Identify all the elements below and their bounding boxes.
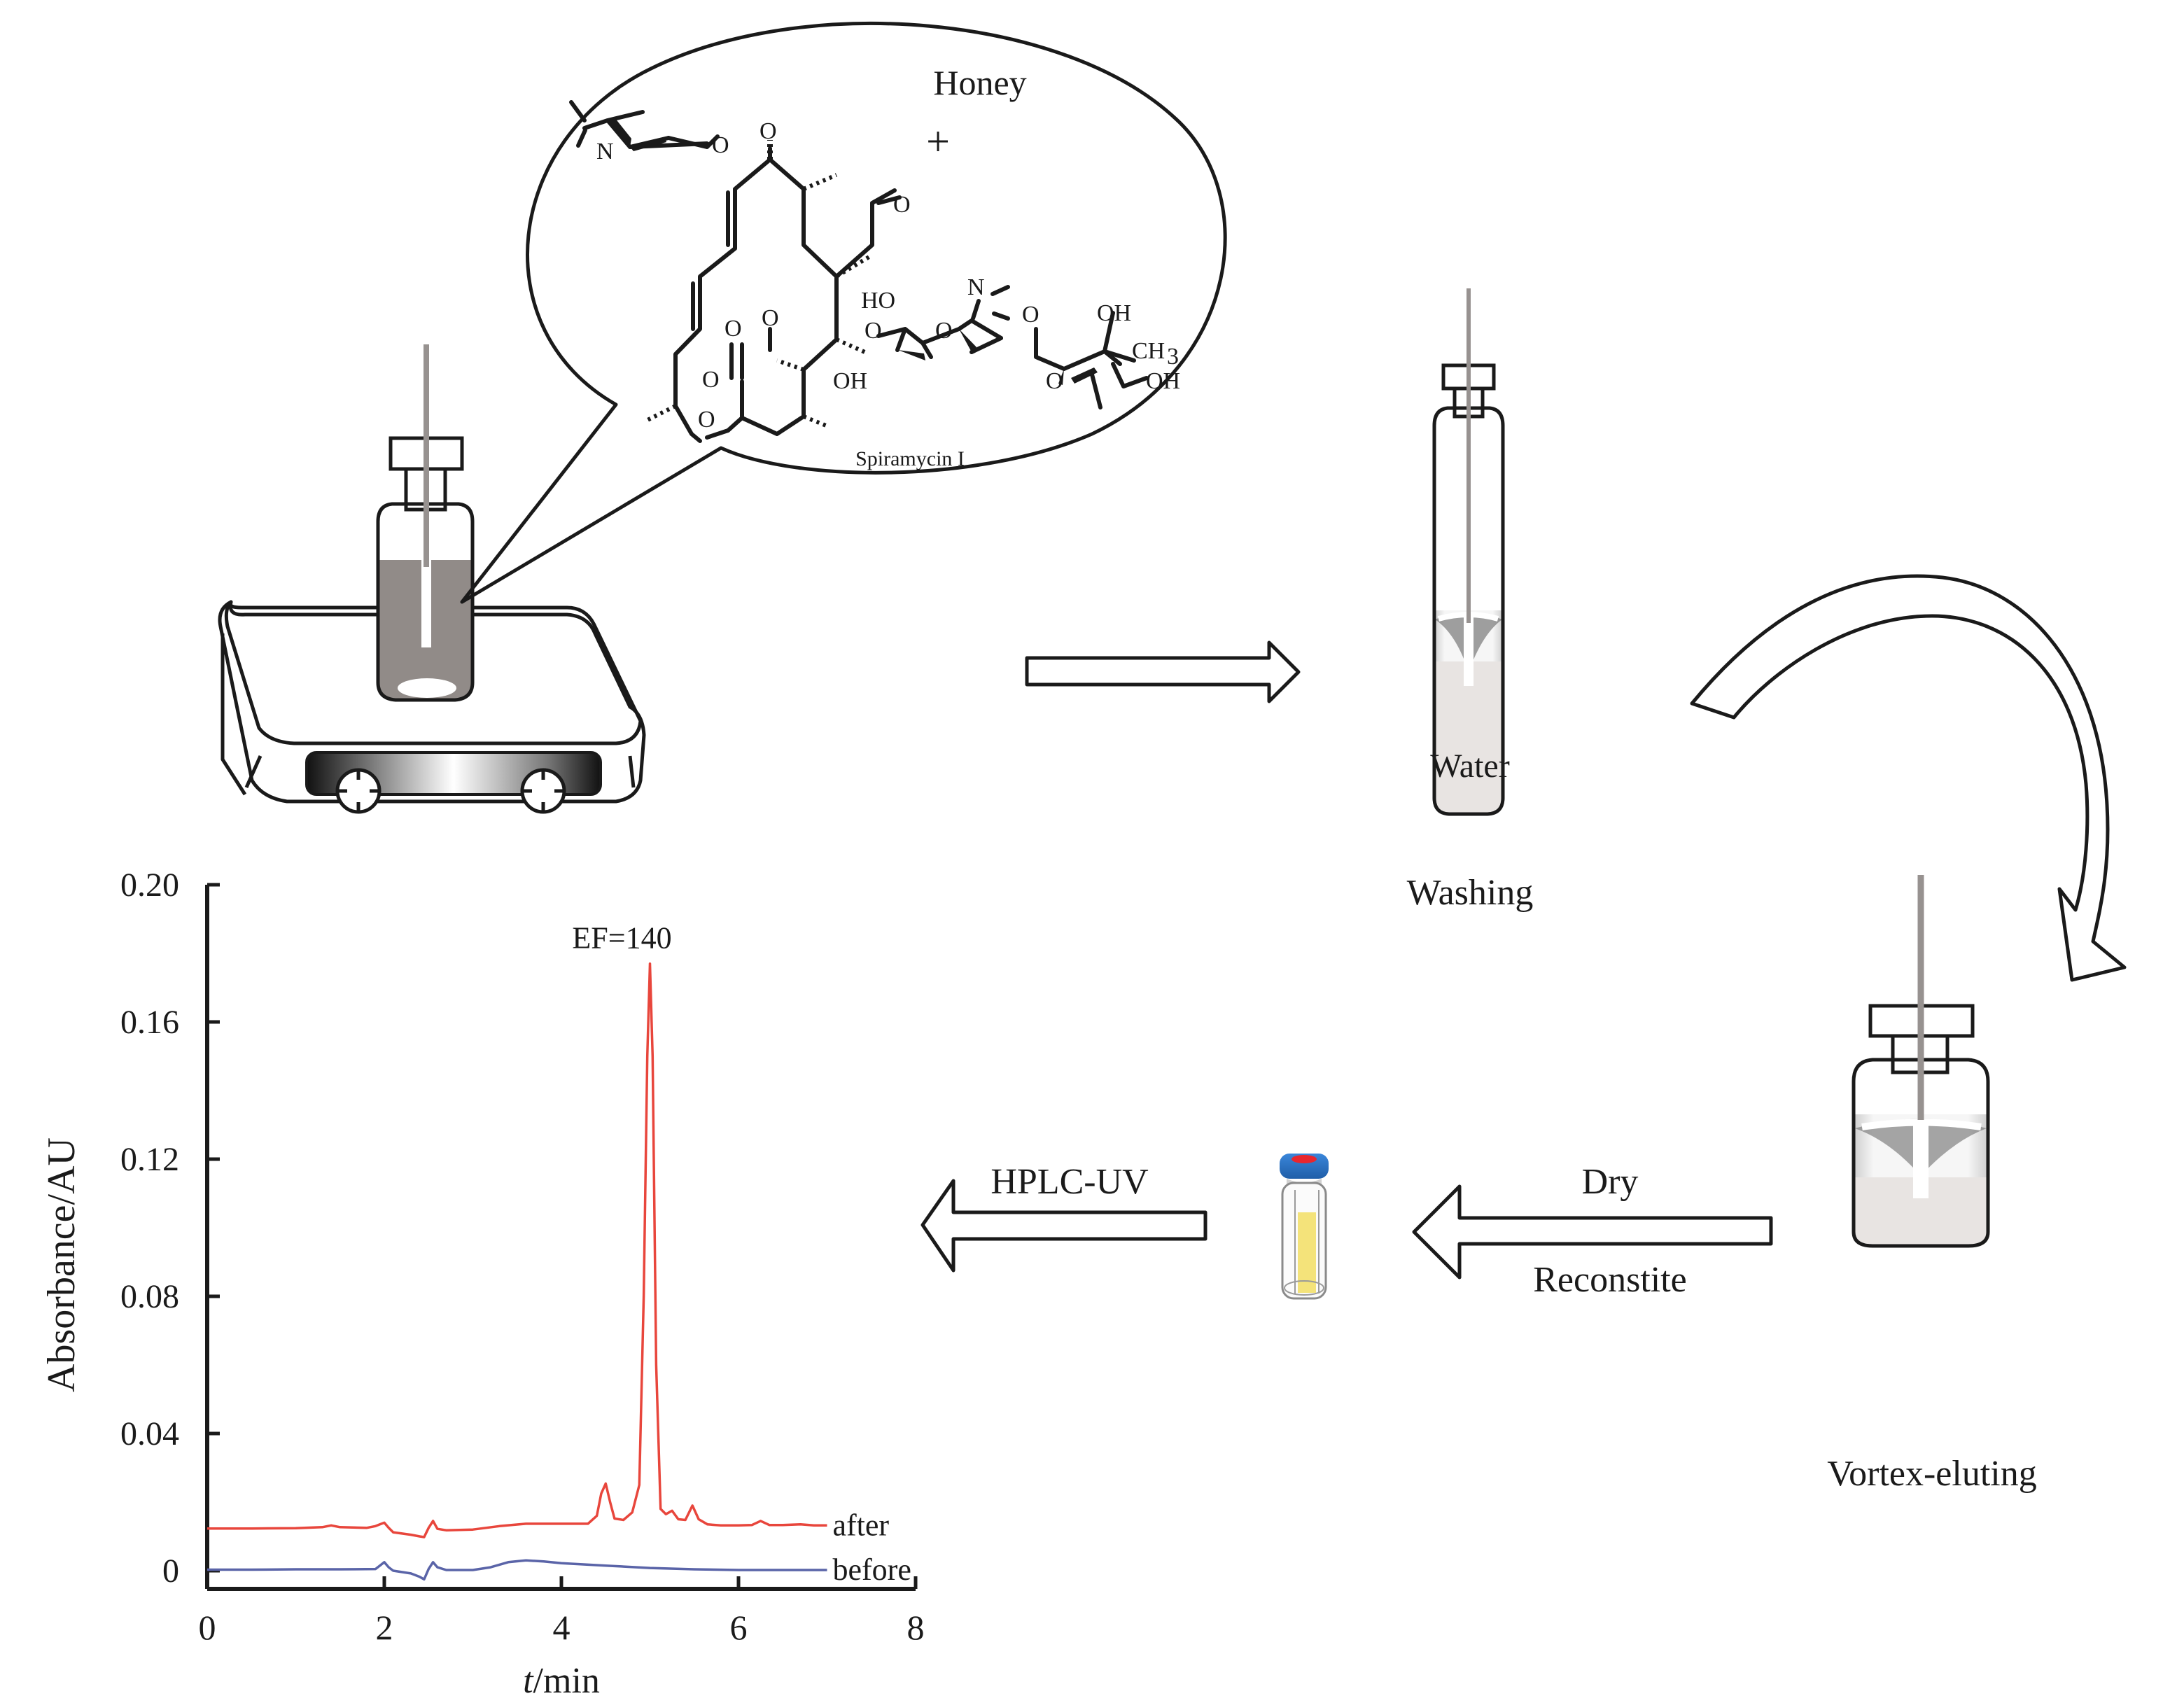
compound-name: Spiramycin I: [855, 447, 965, 470]
reconstitute-label: Reconstite: [1533, 1260, 1687, 1300]
x-tick-label: 2: [376, 1608, 393, 1647]
stirrer-knob-right-icon: [520, 768, 566, 814]
magnetic-stirrer-icon: [218, 600, 646, 814]
washing-vial-icon: [1432, 288, 1505, 816]
svg-text:O: O: [702, 367, 720, 393]
arrow-left-to-chromatogram-icon: [920, 1179, 1208, 1273]
svg-text:O: O: [760, 118, 777, 144]
hplc-vial-icon: [1280, 1154, 1329, 1300]
stirrer-knob-left-icon: [335, 768, 382, 814]
y-tick-label: 0.04: [120, 1415, 179, 1452]
svg-text:OH: OH: [1097, 300, 1131, 326]
arrow-right-to-washing-icon: [1025, 640, 1301, 703]
series-label-before: before: [833, 1553, 911, 1587]
spiramycin-structure-icon: [569, 100, 1149, 443]
y-tick-label: 0: [162, 1553, 179, 1590]
honey-label: Honey: [933, 63, 1026, 102]
svg-text:O: O: [864, 318, 882, 344]
series-line-before: [207, 1559, 827, 1581]
svg-text:O: O: [724, 316, 742, 342]
svg-text:3: 3: [1167, 344, 1179, 370]
series-line-after: [207, 962, 827, 1539]
arrow-left-to-hplc-vial-icon: [1412, 1184, 1773, 1280]
y-tick-label: 0.20: [120, 867, 179, 904]
svg-text:O: O: [893, 192, 911, 218]
svg-text:O: O: [712, 132, 729, 158]
x-tick-label: 0: [199, 1608, 216, 1647]
svg-text:N: N: [596, 139, 614, 164]
plus-sign: +: [926, 118, 950, 164]
washing-label: Washing: [1407, 873, 1534, 913]
svg-text:N: N: [967, 274, 985, 300]
extraction-vial-icon: [376, 344, 475, 702]
water-label: Water: [1430, 748, 1509, 785]
y-axis-label: Absorbance/AU: [40, 1137, 83, 1392]
y-tick-label: 0.16: [120, 1004, 179, 1041]
svg-text:O: O: [1046, 368, 1063, 394]
svg-text:OH: OH: [1146, 368, 1180, 394]
svg-text:O: O: [762, 305, 779, 331]
x-tick-label: 8: [907, 1608, 925, 1647]
x-tick-label: 4: [553, 1608, 570, 1647]
ef-annotation: EF=140: [572, 921, 671, 955]
x-axis-label: t/min: [523, 1661, 600, 1701]
hplc-uv-label: HPLC-UV: [990, 1162, 1148, 1202]
svg-text:O: O: [1022, 302, 1040, 328]
y-tick-label: 0.08: [120, 1278, 179, 1315]
x-tick-label: 6: [730, 1608, 748, 1647]
svg-text:CH: CH: [1132, 338, 1165, 364]
curved-arrow-to-elution-icon: [1690, 574, 2127, 982]
svg-text:O: O: [935, 318, 953, 344]
svg-text:O: O: [698, 407, 715, 433]
vortex-eluting-label: Vortex-eluting: [1827, 1454, 2036, 1494]
elution-vial-icon: [1851, 875, 1990, 1248]
spiramycin-atom-labels: N O O O O O HO O O N O OH CH 3 O OH O O …: [596, 118, 1180, 433]
svg-text:OH: OH: [833, 368, 867, 394]
dry-label: Dry: [1582, 1162, 1639, 1202]
svg-text:HO: HO: [861, 288, 895, 314]
series-label-after: after: [833, 1508, 890, 1542]
y-tick-label: 0.12: [120, 1141, 179, 1178]
compound-callout-bubble: [420, 22, 1227, 604]
